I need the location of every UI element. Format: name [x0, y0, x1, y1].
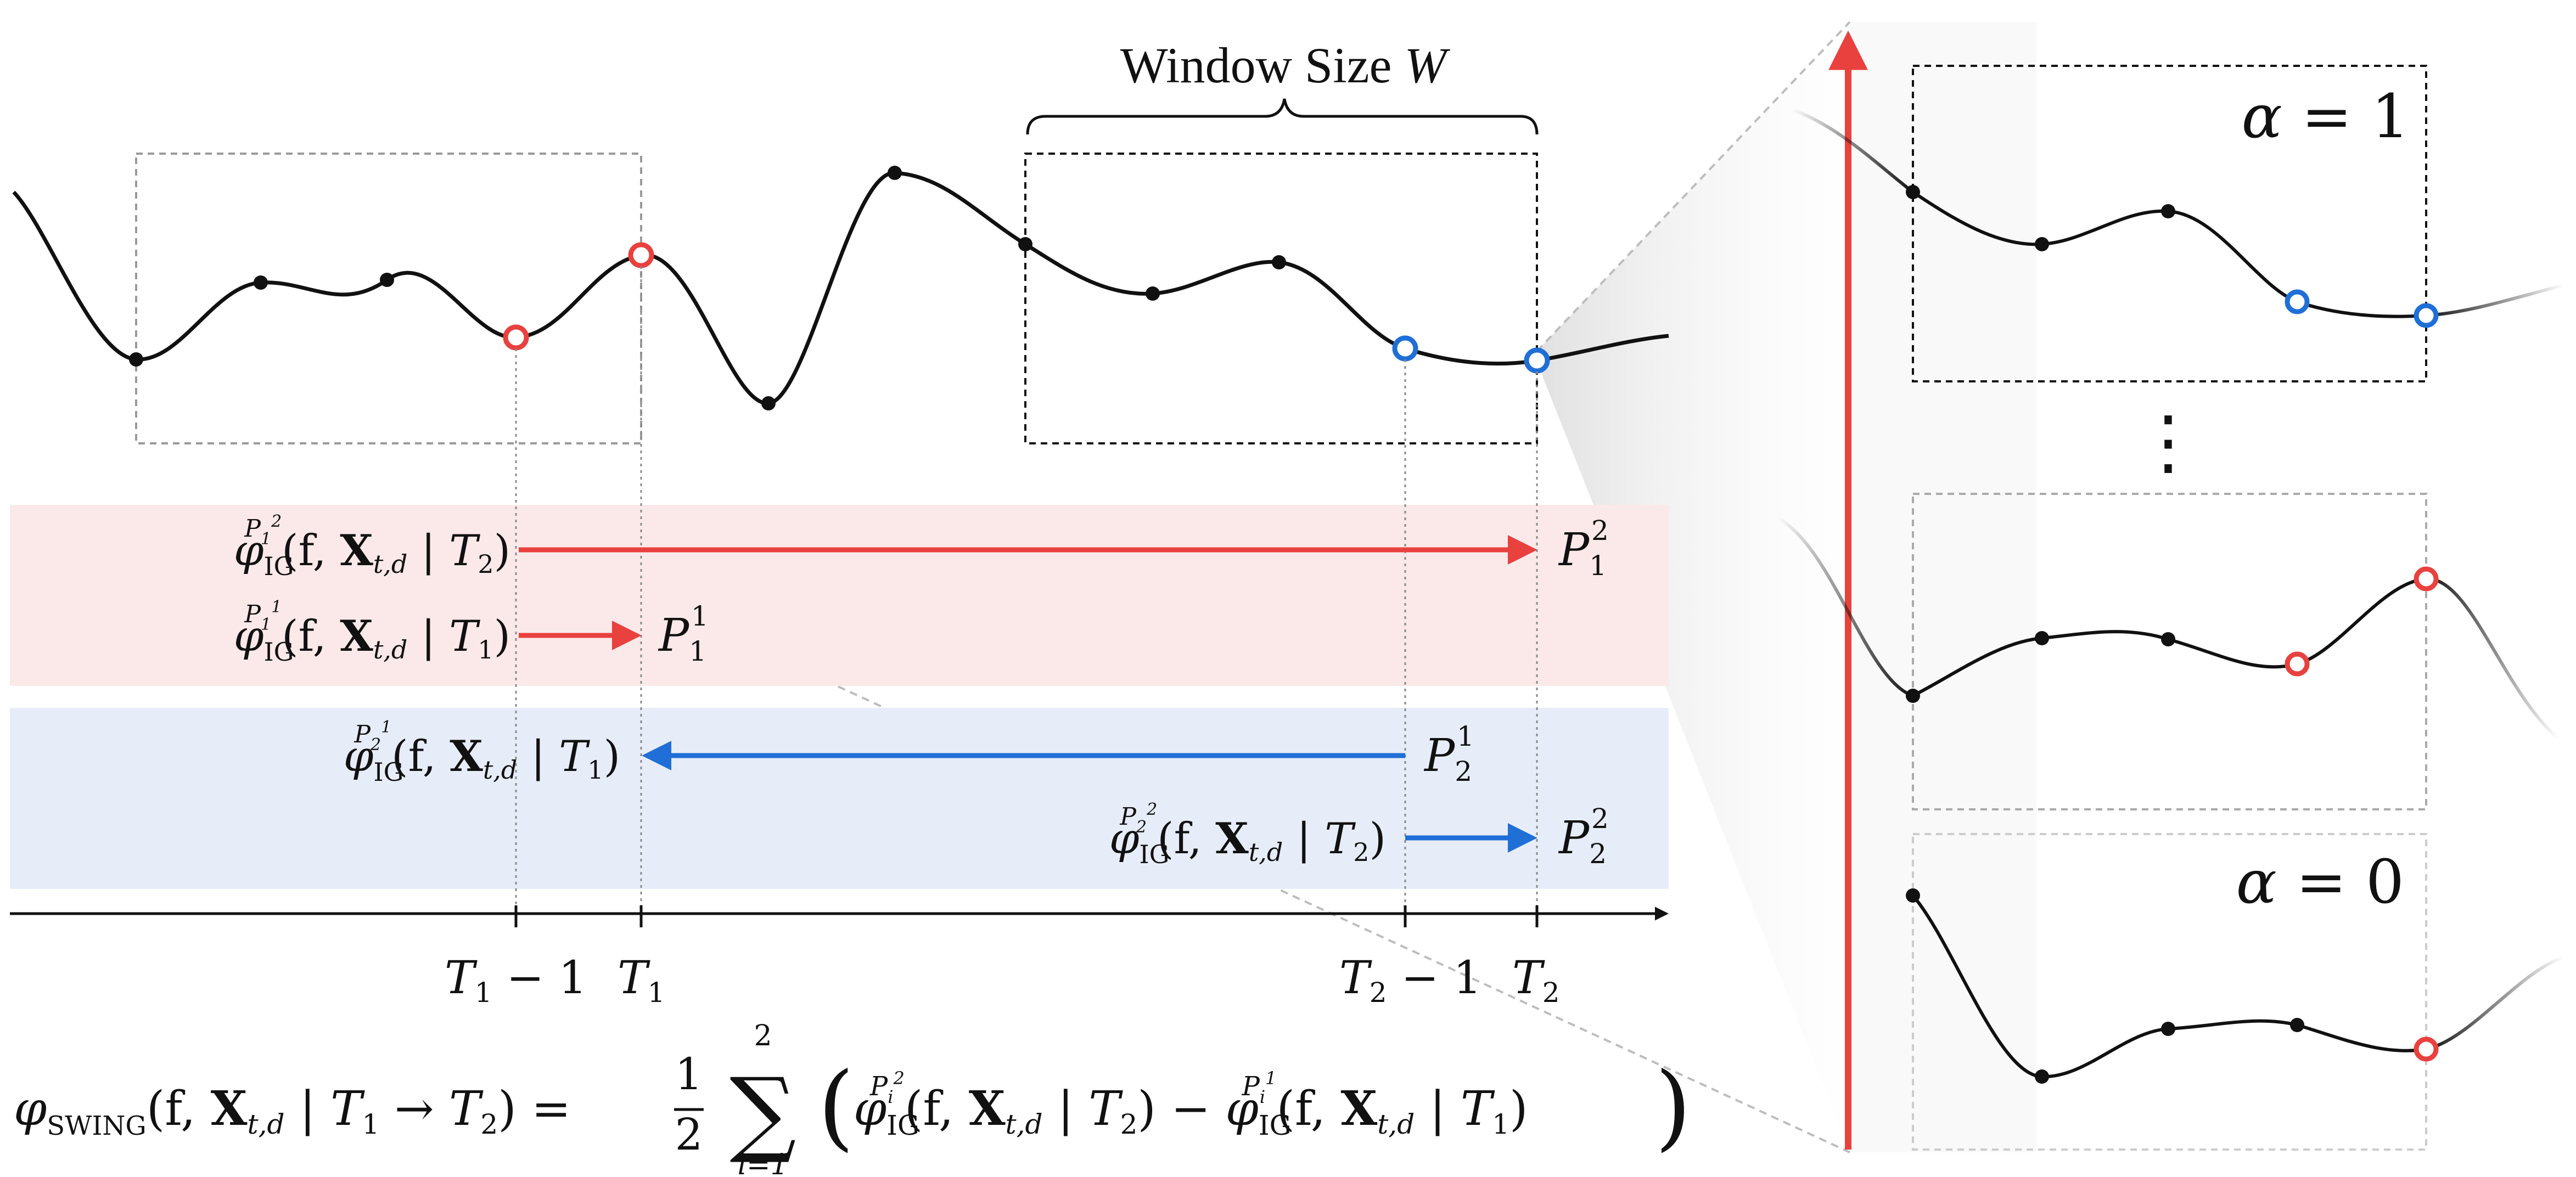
- panel-point-red: [2285, 651, 2310, 677]
- row-label-r2: φIGP11(f, Xt,d | T1): [234, 598, 510, 667]
- panel-alpha-0-points: [1906, 888, 2439, 1084]
- formula-lhs: φSWING(f, Xt,d | T1 → T2) =: [14, 1081, 571, 1141]
- formula-sum: ∑: [729, 1058, 796, 1167]
- panel-point: [2161, 204, 2175, 218]
- panel-alpha-1-points: [1906, 185, 2439, 328]
- series-point: [761, 396, 776, 410]
- point-label-p12: P12: [1558, 515, 1609, 582]
- panel-point-red: [2414, 1037, 2439, 1062]
- swing-formula: φSWING(f, Xt,d | T1 → T2) = 1 2 ∑ 2 i=1 …: [14, 1020, 1691, 1177]
- zoom-projection: [1537, 22, 1910, 1152]
- panel-point-blue: [2285, 289, 2310, 314]
- left-window-box: [135, 153, 642, 444]
- panel-alpha-1-box: [1912, 65, 2427, 382]
- blue-point-t2m1: [1392, 335, 1418, 362]
- series-point: [1146, 286, 1160, 301]
- row-label-r1: φIGP12(f, Xt,d | T2): [234, 512, 510, 581]
- panel-point: [2290, 1018, 2304, 1032]
- formula-frac-den: 2: [675, 1109, 703, 1160]
- series-point: [129, 352, 143, 367]
- red-point-t1: [628, 242, 654, 268]
- formula-sum-top: 2: [754, 1020, 772, 1052]
- series-point: [380, 273, 394, 287]
- point-label-p22: P22: [1558, 803, 1609, 870]
- panel-alpha-1-fade-left: [1792, 108, 1914, 194]
- right-window-box: [1024, 153, 1538, 444]
- series-point: [1272, 255, 1286, 269]
- panel-point: [1906, 888, 1920, 903]
- tick-label-t1-minus-1: T1 − 1: [445, 952, 587, 1009]
- alpha-0-label: α = 0: [2236, 847, 2404, 917]
- tick-label-t2: T2: [1512, 952, 1560, 1009]
- time-guides: [515, 266, 1538, 914]
- point-label-p11: P11: [658, 600, 709, 667]
- panel-point: [1906, 185, 1920, 199]
- row-label-r4: φIGP22(f, Xt,d | T2): [1109, 800, 1386, 869]
- series-point: [1018, 237, 1032, 251]
- formula-sum-bottom: i=1: [737, 1148, 788, 1177]
- point-label-p21: P21: [1423, 720, 1474, 787]
- alpha-1-label: α = 1: [2242, 81, 2410, 151]
- panel-mid-points: [1906, 566, 2439, 703]
- panel-point: [2035, 631, 2049, 645]
- series-point: [888, 166, 902, 180]
- panel-point: [2161, 1022, 2175, 1036]
- panel-alpha-0-curve: [1911, 894, 2427, 1079]
- panel-alpha-0-fade-right: [2426, 956, 2564, 1051]
- formula-frac-num: 1: [675, 1049, 703, 1100]
- panel-mid-fade-right: [2426, 577, 2559, 740]
- series-point: [254, 275, 268, 290]
- red-band: [10, 505, 1669, 686]
- row-label-r3: φIGP21(f, Xt,d | T1): [344, 718, 620, 787]
- tick-label-t2-minus-1: T2 − 1: [1339, 952, 1482, 1009]
- vertical-ellipsis: ⋮: [2132, 400, 2204, 483]
- zoom-line-top: [1536, 21, 1851, 352]
- formula-term1: φIGPi2(f, Xt,d | T2) − φIGPi1(f, Xt,d | …: [854, 1068, 1528, 1141]
- panel-point: [2161, 632, 2175, 646]
- window-brace: [1026, 98, 1539, 135]
- panel-point: [1906, 689, 1920, 703]
- panel-alpha-0-box: [1912, 833, 2427, 1151]
- panel-point: [2035, 1069, 2049, 1084]
- window-size-label: Window Size W: [1120, 37, 1451, 93]
- formula-rparen: ): [1655, 1052, 1691, 1161]
- series-points: [129, 166, 1286, 410]
- red-point-t1m1: [503, 324, 529, 351]
- panel-point-blue: [2414, 303, 2439, 328]
- formula-lparen: (: [818, 1052, 854, 1161]
- blue-band: [10, 708, 1669, 889]
- axis-ticks: [514, 905, 1539, 927]
- panel-mid-box: [1912, 493, 2427, 810]
- tick-label-t1: T1: [618, 952, 665, 1009]
- blue-point-t2: [1524, 347, 1550, 374]
- panel-point-red: [2414, 566, 2439, 592]
- panel-alpha-1-fade-right: [2426, 284, 2564, 317]
- right-panel-background: [1850, 22, 2036, 1152]
- panel-point: [2035, 237, 2049, 251]
- panel-mid-fade-left: [1777, 517, 1913, 697]
